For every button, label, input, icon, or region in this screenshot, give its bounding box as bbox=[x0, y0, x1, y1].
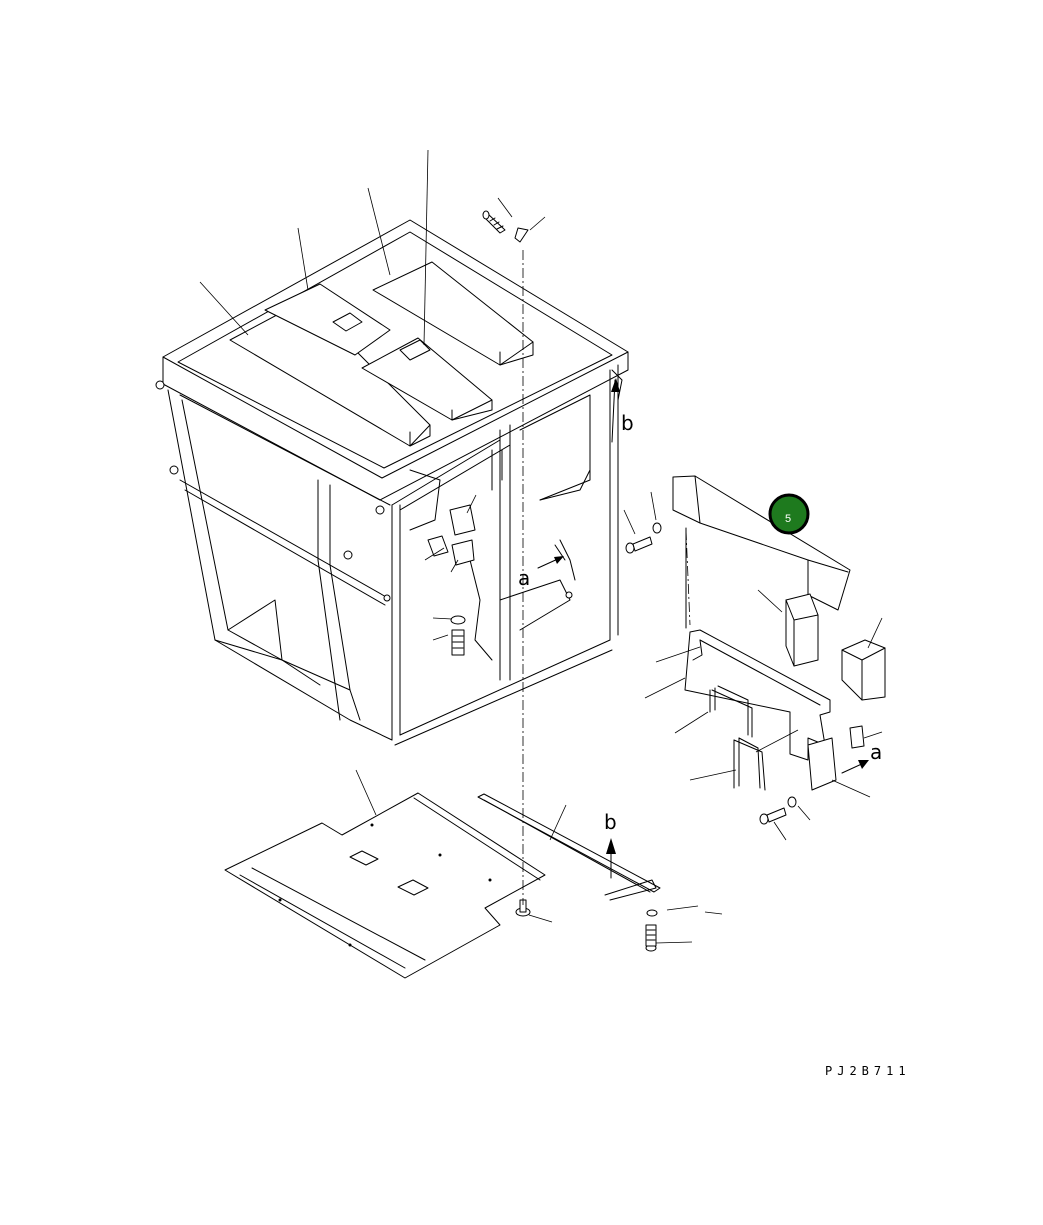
view-marker-a-cover: a bbox=[870, 740, 882, 764]
center-lines bbox=[522, 250, 691, 905]
floor-rail bbox=[477, 793, 661, 901]
floor-plate bbox=[224, 792, 546, 979]
cab-assembly bbox=[155, 219, 629, 746]
callout-badge[interactable]: 5 bbox=[768, 493, 810, 535]
view-marker-a-cab: a bbox=[518, 566, 530, 590]
view-markers: a b b a bbox=[518, 378, 882, 879]
drawing-code: PJ2B711 bbox=[825, 1064, 911, 1078]
fasteners bbox=[482, 210, 797, 952]
callout-badge-label: 5 bbox=[785, 513, 791, 525]
rear-cover-assembly bbox=[672, 475, 886, 791]
view-marker-b-cab: b bbox=[621, 411, 634, 435]
leader-lines bbox=[199, 149, 883, 944]
view-marker-b-floor: b bbox=[604, 810, 617, 834]
